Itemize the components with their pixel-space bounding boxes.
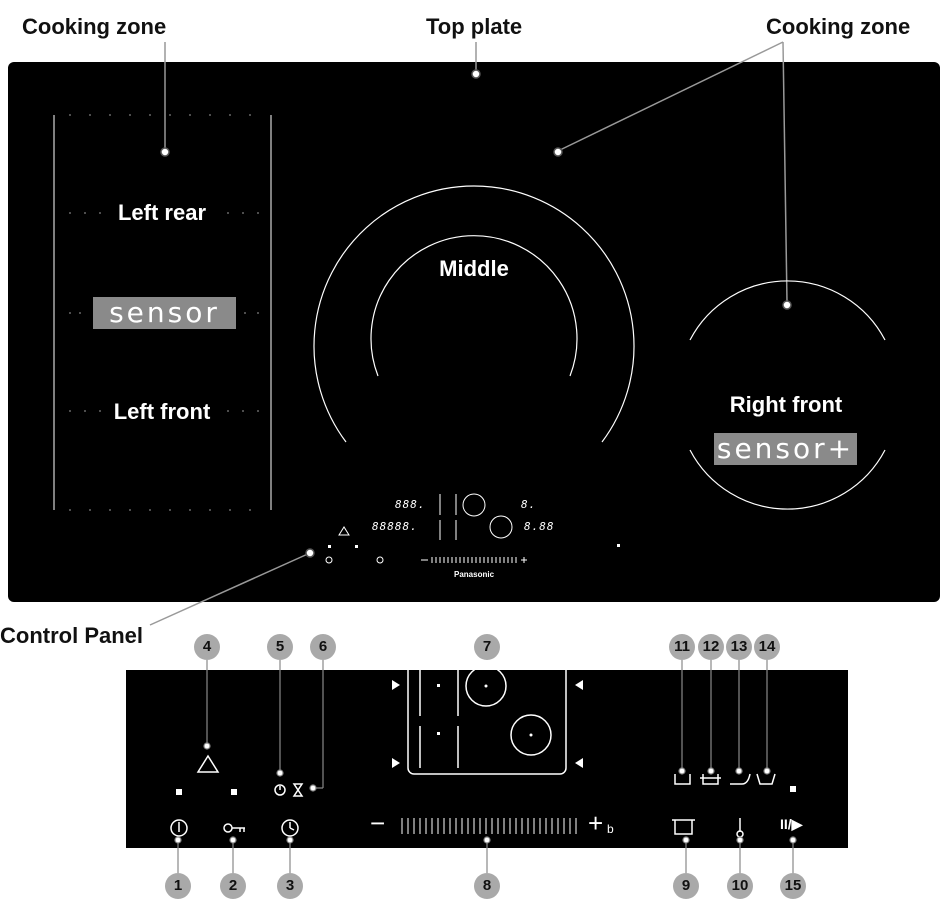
middle-zone-rings bbox=[313, 185, 635, 443]
callout-7: 7 bbox=[474, 634, 500, 660]
callout-2: 2 bbox=[220, 873, 246, 899]
zone-middle: Middle bbox=[439, 256, 509, 281]
detail-icons bbox=[170, 754, 776, 838]
zone-left-front: Left front bbox=[113, 399, 211, 424]
sensor-plus-badge: sensor+ bbox=[714, 433, 857, 465]
callout-9: 9 bbox=[673, 873, 699, 899]
leader-dots bbox=[160, 69, 792, 558]
callout-3: 3 bbox=[277, 873, 303, 899]
brand-logo: Panasonic bbox=[454, 570, 495, 579]
hob-slider-ticks bbox=[421, 557, 527, 563]
slider-plus[interactable]: + bbox=[588, 808, 604, 838]
label-control-panel: Control Panel bbox=[0, 623, 144, 648]
pause-play-button[interactable]: II/▶ bbox=[780, 816, 803, 832]
display-seg-b: 8. bbox=[521, 498, 537, 511]
display-seg-a: 888. bbox=[395, 498, 426, 511]
zone-arrows bbox=[392, 680, 583, 768]
zone-left-rear: Left rear bbox=[117, 200, 207, 225]
detail-square-dots bbox=[176, 786, 796, 795]
zone-right-front: Right front bbox=[729, 392, 843, 417]
slider-minus[interactable]: − bbox=[370, 808, 386, 838]
callout-5: 5 bbox=[267, 634, 293, 660]
leader-lines bbox=[149, 41, 788, 626]
hob-panel-graphics bbox=[325, 493, 513, 564]
callout-10: 10 bbox=[727, 873, 753, 899]
callout-11: 11 bbox=[669, 634, 695, 660]
sensor-badge-left: sensor bbox=[93, 297, 236, 329]
callout-12: 12 bbox=[698, 634, 724, 660]
callout-13: 13 bbox=[726, 634, 752, 660]
label-cooking-zone-right: Cooking zone bbox=[766, 14, 911, 39]
detail-slider-ticks bbox=[401, 818, 577, 834]
right-zone-ring bbox=[689, 280, 886, 510]
display-seg-c: 88888. bbox=[372, 520, 418, 533]
hob-panel-dots bbox=[328, 544, 620, 548]
left-zone-outline bbox=[53, 115, 272, 510]
slider-boost-b: b bbox=[607, 822, 614, 836]
label-cooking-zone-left: Cooking zone bbox=[22, 14, 167, 39]
zone-map-box bbox=[407, 655, 567, 775]
zone-map-dots bbox=[437, 684, 533, 737]
callout-14: 14 bbox=[754, 634, 780, 660]
callout-4: 4 bbox=[194, 634, 220, 660]
display-seg-d: 8.88 bbox=[524, 520, 555, 533]
control-panel-detail bbox=[126, 670, 848, 848]
callout-1: 1 bbox=[165, 873, 191, 899]
left-zone-dots bbox=[69, 114, 259, 511]
callout-15: 15 bbox=[780, 873, 806, 899]
callout-6: 6 bbox=[310, 634, 336, 660]
label-top-plate: Top plate bbox=[426, 14, 523, 39]
callout-8: 8 bbox=[474, 873, 500, 899]
callout-anchors bbox=[174, 742, 797, 844]
